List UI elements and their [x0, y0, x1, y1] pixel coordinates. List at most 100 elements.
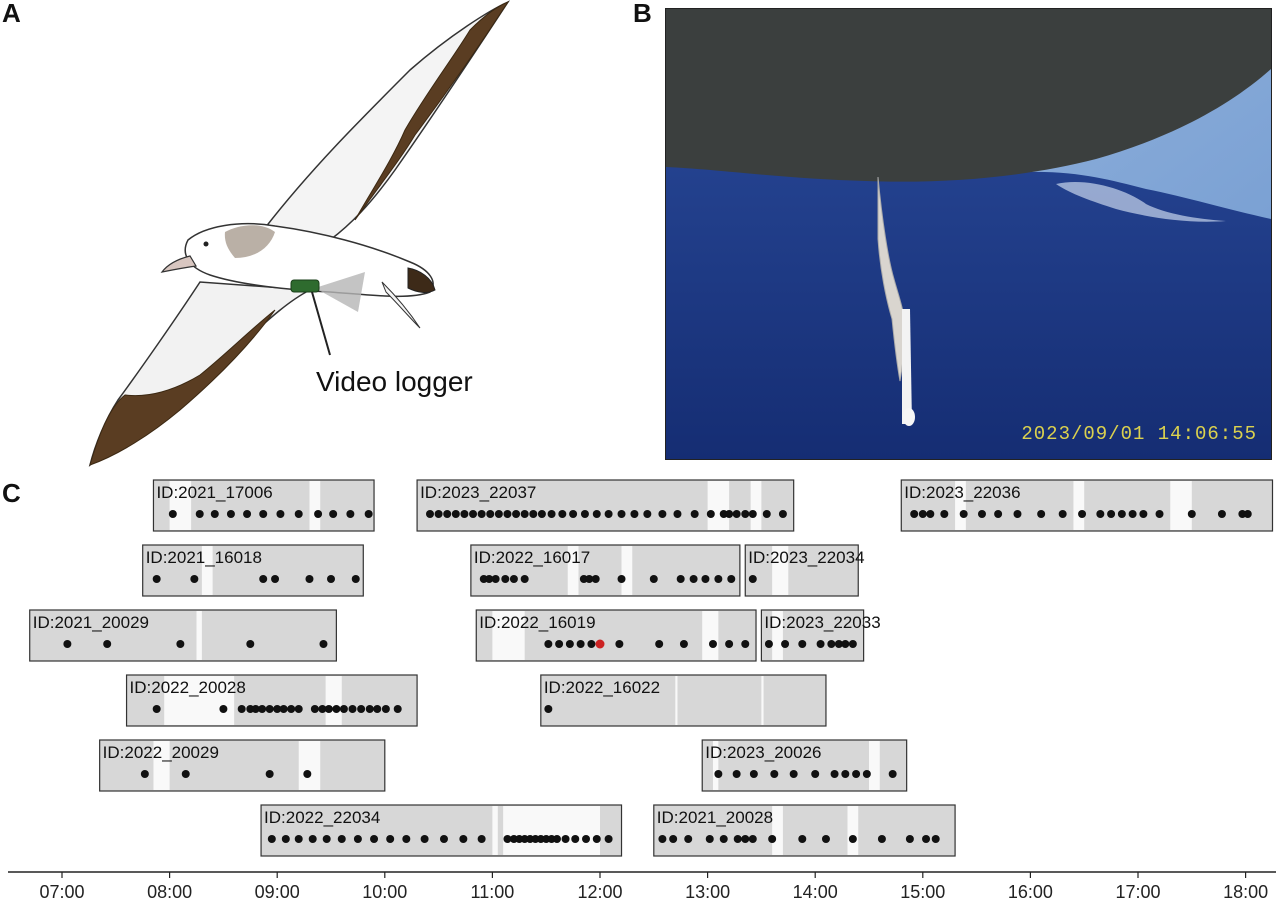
dive-event [732, 770, 741, 778]
axis-tick-label: 16:00 [1008, 882, 1053, 902]
dive-event [357, 705, 366, 713]
dive-event [477, 835, 486, 843]
dive-event [789, 770, 798, 778]
dive-event [615, 640, 624, 648]
dive-event [741, 640, 750, 648]
track-gap [503, 806, 600, 855]
track-2022-16017: ID:2022_16017 [470, 544, 741, 597]
track-background [417, 480, 794, 531]
dive-event [552, 835, 561, 843]
panel-c-letter: C [2, 478, 21, 508]
camera-frame-panel: 2023/09/01 14:06:55 [665, 8, 1272, 460]
dive-event [1037, 510, 1046, 518]
dive-event [733, 835, 742, 843]
camera-frame-image [666, 9, 1271, 459]
track-id-label: ID:2023_20026 [705, 743, 821, 762]
track-border [142, 544, 364, 597]
dive-event [741, 835, 750, 843]
dive-event [592, 835, 601, 843]
dive-event [690, 510, 699, 518]
panel-a-letter: A [2, 0, 21, 28]
dive-event [319, 640, 328, 648]
dive-event [580, 510, 589, 518]
dive-event [273, 705, 282, 713]
dive-event [1107, 510, 1116, 518]
dive-event [977, 510, 986, 518]
dive-event [905, 835, 914, 843]
dive-event [460, 510, 469, 518]
dive-event [327, 575, 335, 583]
track-background [99, 740, 385, 791]
track-gap [621, 546, 633, 595]
track-2023-22036: ID:2023_22036 [900, 479, 1274, 532]
dive-event [778, 510, 787, 518]
track-border [29, 609, 337, 662]
dive-event [503, 835, 512, 843]
dive-event [764, 640, 773, 648]
dive-event [571, 835, 580, 843]
dive-event [811, 770, 820, 778]
dive-event [821, 835, 830, 843]
dive-event [425, 510, 434, 518]
dive-event [210, 510, 219, 518]
dive-event [346, 510, 355, 518]
track-id-label: ID:2021_17006 [156, 483, 272, 502]
track-2022-20029: ID:2022_20029 [99, 739, 386, 792]
dive-event [324, 705, 333, 713]
dive-event [140, 770, 149, 778]
camera-timestamp: 2023/09/01 14:06:55 [1021, 423, 1257, 445]
dive-event [329, 510, 338, 518]
track-background [653, 805, 956, 856]
dive-event [816, 640, 825, 648]
eye [203, 241, 209, 247]
dive-event [582, 835, 591, 843]
track-id-label: ID:2023_22037 [420, 483, 536, 502]
track-border [900, 479, 1274, 532]
track-id-label: ID:2022_16017 [474, 548, 590, 567]
dive-event [748, 510, 757, 518]
dive-event [434, 510, 443, 518]
track-border [653, 804, 956, 857]
dive-event [1013, 510, 1022, 518]
axis-tick-label: 10:00 [362, 882, 407, 902]
dive-event [922, 835, 931, 843]
axis-tick-label: 14:00 [793, 882, 838, 902]
dive-event [841, 770, 850, 778]
track-gap [955, 481, 966, 530]
track-gap [847, 806, 859, 855]
track-gap [1170, 481, 1192, 530]
dive-event [749, 770, 758, 778]
dive-event [669, 835, 678, 843]
dive-event [308, 835, 317, 843]
dive-event [544, 640, 553, 648]
track-2023-22033: ID:2023_22033 [760, 609, 881, 662]
dive-event [604, 510, 613, 518]
dive-event [520, 575, 529, 583]
dive-event [630, 510, 639, 518]
dive-event [841, 640, 850, 648]
track-border [475, 609, 757, 662]
track-2022-16019: ID:2022_16019 [475, 609, 757, 662]
dive-event [877, 835, 886, 843]
track-background [29, 610, 337, 661]
dive-event [314, 510, 323, 518]
track-background [142, 545, 364, 596]
axis-tick-label: 12:00 [577, 882, 622, 902]
dive-event [281, 835, 290, 843]
dive-event [152, 575, 161, 583]
dive-event [503, 510, 512, 518]
track-gap [707, 481, 730, 530]
dive-event [940, 510, 949, 518]
dive-event [237, 705, 246, 713]
dive-event [649, 575, 658, 583]
dive-event [701, 575, 710, 583]
dive-event [617, 510, 626, 518]
track-gap [772, 546, 789, 595]
dive-event [592, 510, 601, 518]
dive-event [798, 835, 807, 843]
dive-event [337, 835, 346, 843]
dive-event [176, 640, 185, 648]
track-gap [675, 676, 678, 725]
track-gap [869, 741, 880, 790]
